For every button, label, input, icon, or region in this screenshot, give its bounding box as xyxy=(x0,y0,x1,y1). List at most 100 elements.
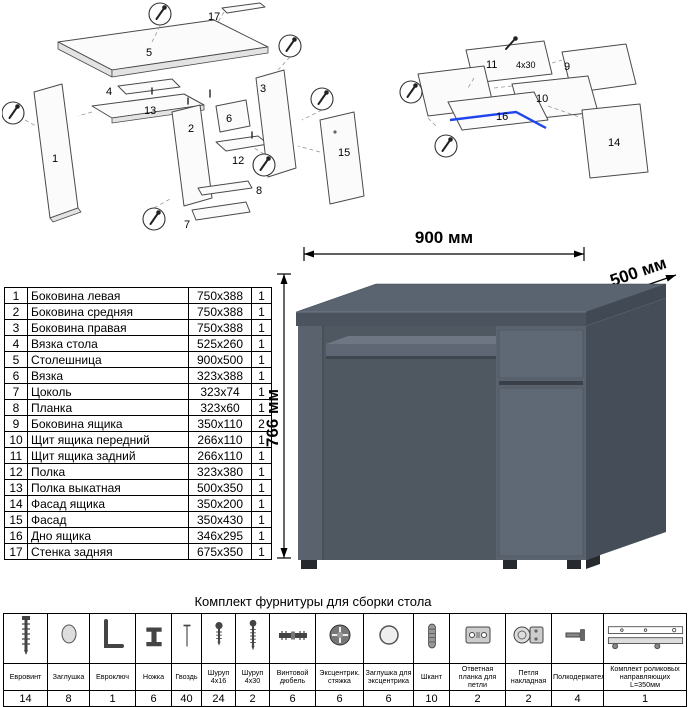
part-name: Планка xyxy=(27,399,189,416)
hardware-label: Евровинт xyxy=(3,662,48,692)
hardware-qty: 2 xyxy=(235,690,270,707)
part-num: 14 xyxy=(4,495,28,512)
part-num: 16 xyxy=(4,527,28,544)
part-num: 15 xyxy=(4,511,28,528)
desk-foot xyxy=(586,555,600,569)
screw-callout-icon xyxy=(278,34,302,58)
part-size: 900x500 xyxy=(188,351,252,368)
part-name: Щит ящика задний xyxy=(27,447,189,464)
hardware-qty: 6 xyxy=(363,690,414,707)
part-num: 13 xyxy=(4,479,28,496)
part-callout: 10 xyxy=(536,93,548,105)
desk-top-edge xyxy=(296,312,586,326)
part-name: Дно ящика xyxy=(27,527,189,544)
euro-screw-icon xyxy=(3,613,48,664)
hardware-qty: 1 xyxy=(603,690,687,707)
assembly-guides xyxy=(427,59,583,129)
part-qty: 1 xyxy=(251,543,272,560)
cap-icon xyxy=(47,613,90,664)
exploded-desk-diagram: 17 5 4 1 13 2 6 12 3 8 7 15 xyxy=(1,2,394,286)
part-num: 4 xyxy=(4,335,28,352)
hardware-label: Винтовой дюбель xyxy=(269,662,316,692)
dimension-height: 766 мм xyxy=(263,273,291,559)
part-callout: 12 xyxy=(232,155,244,167)
panel-middle-side xyxy=(171,104,213,207)
panel-right-side xyxy=(255,69,297,178)
part-num: 9 xyxy=(4,415,28,432)
desk-render-svg: 900 мм 500 мм 766 мм xyxy=(263,228,677,569)
part-num: 3 xyxy=(4,319,28,336)
hardware-label: Эксцентрик. стяжка xyxy=(315,662,364,692)
part-size: 750x388 xyxy=(188,303,252,320)
cam-lock-icon xyxy=(315,613,364,664)
screw-4x30-icon xyxy=(235,613,270,664)
screw-size-annotation: 4x30 xyxy=(516,60,536,70)
foot-icon xyxy=(135,613,172,664)
part-size: 750x388 xyxy=(188,287,252,304)
part-callout: 5 xyxy=(146,47,152,59)
part-size: 350x430 xyxy=(188,511,252,528)
part-name: Фасад xyxy=(27,511,189,528)
hardware-label: Заглушка для эксцентрика xyxy=(363,662,414,692)
part-name: Щит ящика передний xyxy=(27,431,189,448)
roller-guides-icon xyxy=(603,613,687,664)
part-callout: 14 xyxy=(608,137,620,149)
desk-foot xyxy=(301,560,317,569)
screw-callout-icon xyxy=(1,101,25,125)
panel-rail xyxy=(117,78,181,95)
screw-4x16-icon xyxy=(201,613,236,664)
hardware-title: Комплект фурнитуры для сборки стола xyxy=(194,594,432,609)
wood-dowel-icon xyxy=(413,613,450,664)
part-name: Полка выкатная xyxy=(27,479,189,496)
hardware-label: Шуруп 4x30 xyxy=(235,662,270,692)
door-handle xyxy=(333,130,337,134)
screw-icon xyxy=(505,36,518,50)
part-size: 266x110 xyxy=(188,431,252,448)
part-callout: 15 xyxy=(338,147,350,159)
part-name: Вязка xyxy=(27,367,189,384)
drawer-facade xyxy=(581,103,649,179)
part-num: 2 xyxy=(4,303,28,320)
hardware-qty: 4 xyxy=(551,690,604,707)
hardware-label: Ответная планка для петли xyxy=(449,662,506,692)
hardware-qty: 1 xyxy=(89,690,136,707)
part-name: Полка xyxy=(27,463,189,480)
part-callout: 9 xyxy=(564,61,570,73)
part-callout: 3 xyxy=(260,83,266,95)
screw-callout-icon xyxy=(148,2,172,26)
hardware-label: Евроключ xyxy=(89,662,136,692)
hardware-label: Шкант xyxy=(413,662,450,692)
hardware-qty: 2 xyxy=(505,690,552,707)
keyboard-tray-front xyxy=(326,344,496,356)
hardware-label: Шуруп 4x16 xyxy=(201,662,236,692)
part-num: 17 xyxy=(4,543,28,560)
dowel-screw-icon xyxy=(269,613,316,664)
exploded-drawer-diagram: 4x30 11 9 10 16 14 xyxy=(398,28,688,224)
part-size: 500x350 xyxy=(188,479,252,496)
screw-callout-icon xyxy=(434,134,458,158)
desk-foot xyxy=(503,560,517,569)
part-size: 350x200 xyxy=(188,495,252,512)
desk-back-opening xyxy=(324,326,496,560)
hardware-icons-row xyxy=(3,613,687,664)
part-callout: 2 xyxy=(188,123,194,135)
part-num: 10 xyxy=(4,431,28,448)
part-callout: 13 xyxy=(144,105,156,117)
panel-left-side xyxy=(33,83,79,219)
panel-strip xyxy=(197,180,253,196)
hardware-qty: 6 xyxy=(269,690,316,707)
